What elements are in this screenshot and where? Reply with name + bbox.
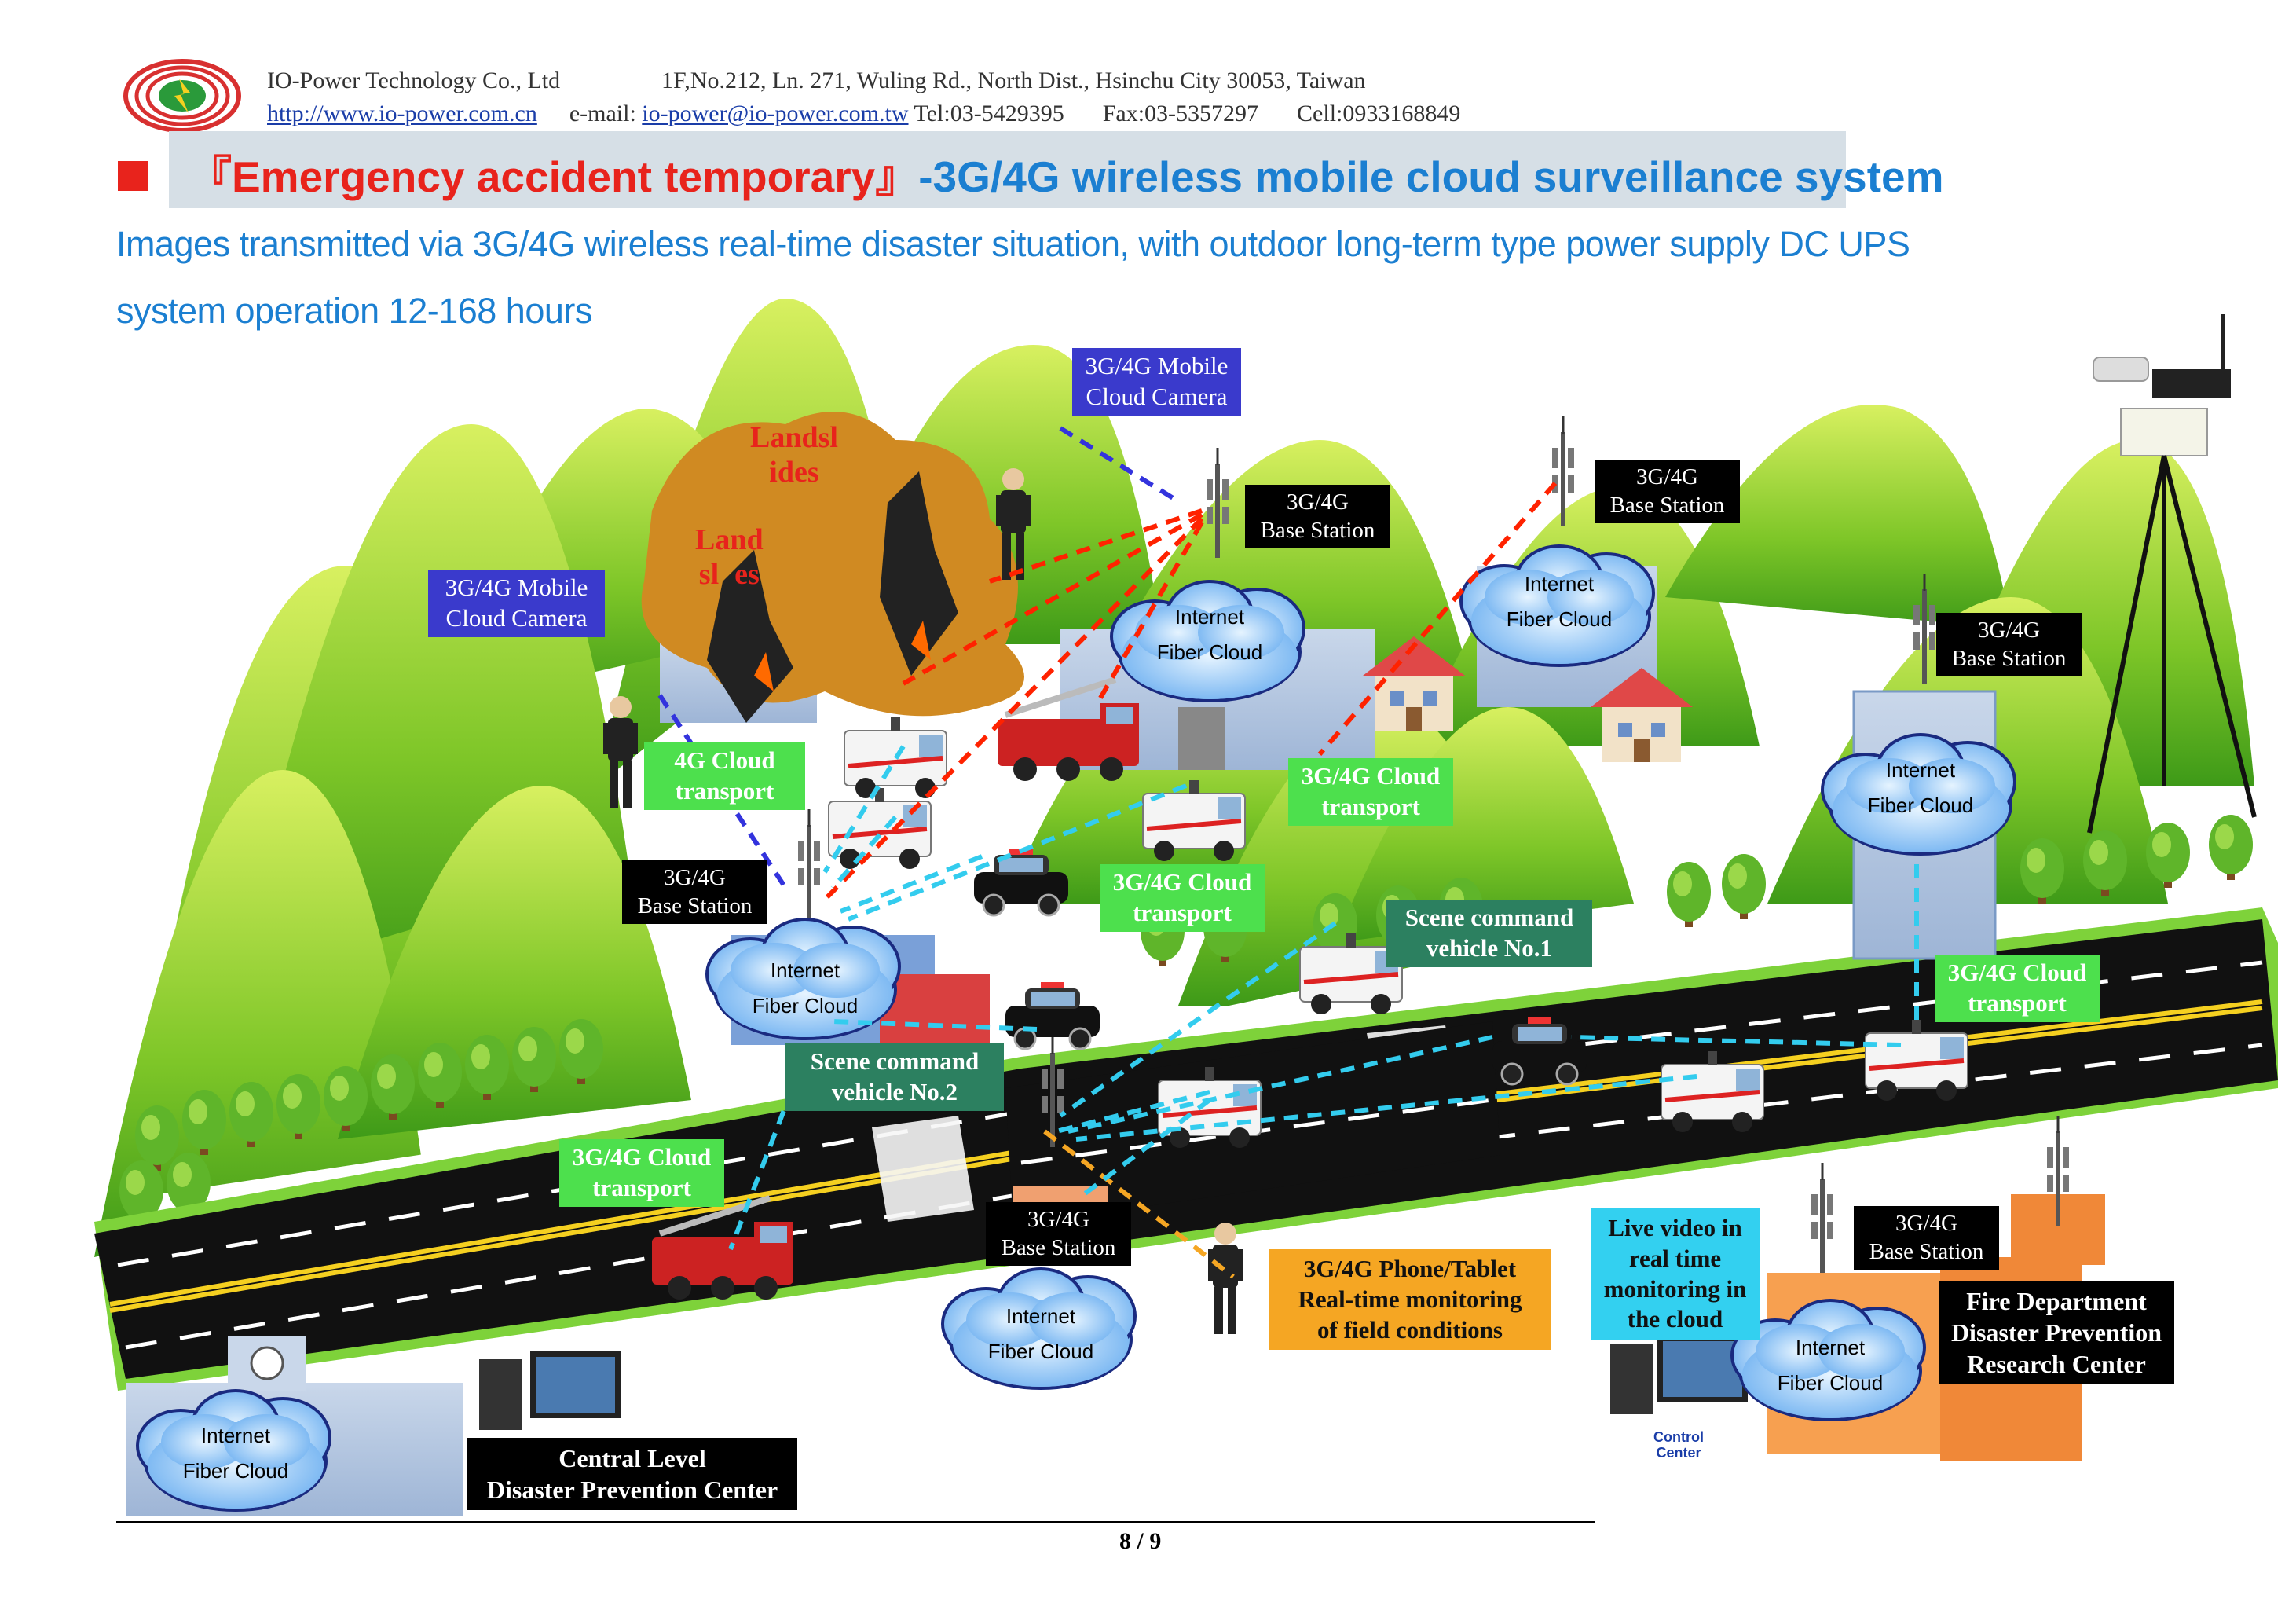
monitor-fire [1610,1336,1748,1414]
title-blue: -3G/4G wireless mobile cloud surveillanc… [918,152,1944,201]
page-number: 8 / 9 [1119,1528,1162,1554]
title-band [169,131,1846,208]
page-title: 『Emergency accident temporary』-3G/4G wir… [189,141,1944,204]
tel: Tel:03-5429395 [914,101,1064,126]
fax: Fax:03-5357297 [1102,101,1259,126]
road [94,907,2278,1391]
title-red: 『Emergency accident temporary』 [189,152,919,201]
wireless-links [657,426,1919,1279]
company-address: 1F,No.212, Ln. 271, Wuling Rd., North Di… [661,68,1366,93]
landslide-debris [641,412,1024,723]
subtitle-line1: Images transmitted via 3G/4G wireless re… [116,224,1910,264]
subtitle-line2: system operation 12-168 hours [116,291,592,331]
title-bullet [118,161,148,191]
email-link[interactable]: io-power@io-power.com.tw [642,101,909,126]
company-name: IO-Power Technology Co., Ltd [267,68,561,93]
monitor-central [479,1351,621,1430]
email-label: e-mail: [569,101,636,126]
tripod-camera [2087,314,2257,834]
website-link[interactable]: http://www.io-power.com.cn [267,101,537,126]
company-logo [123,59,241,133]
cell: Cell:0933168849 [1297,101,1461,126]
